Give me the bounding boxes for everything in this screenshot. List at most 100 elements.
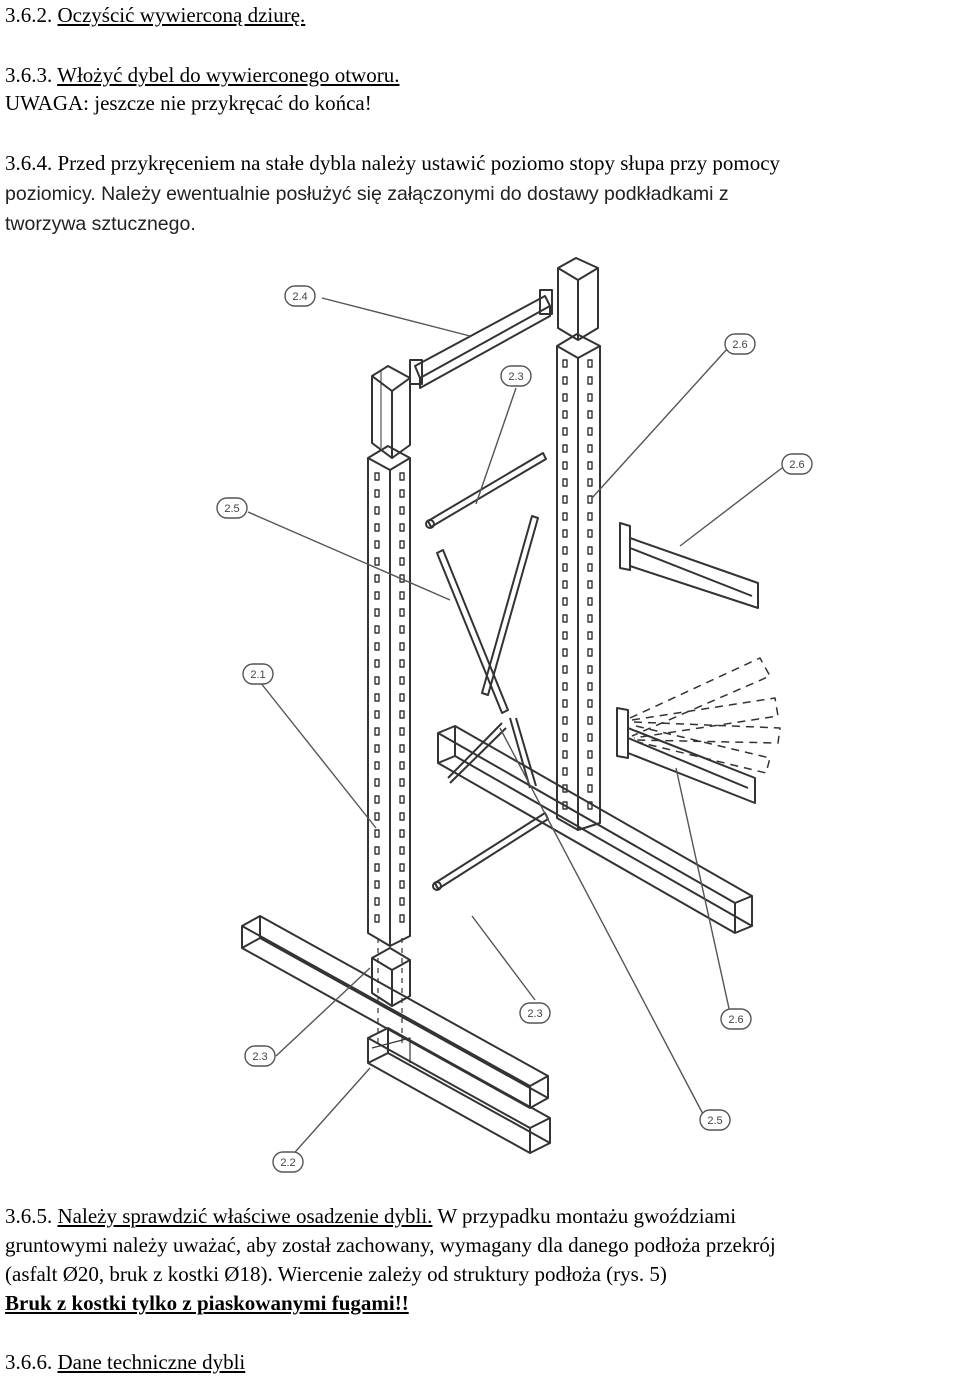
step-3-6-6: 3.6.6. Dane techniczne dybli: [5, 1347, 245, 1377]
cantilever-arm-upper: [619, 522, 759, 609]
step-3-6-6-link[interactable]: Dane techniczne dybli: [57, 1350, 246, 1374]
column-hole: [562, 410, 568, 419]
step-3-6-2: 3.6.2. Oczyścić wywierconą dziurę.: [5, 0, 305, 30]
callout-badge: 2.3: [519, 1002, 551, 1024]
callout-badge: 2.5: [216, 497, 248, 519]
callout-label: 2.5: [224, 503, 239, 515]
horizontal-brace-lower: [432, 812, 549, 891]
step-3-6-4: 3.6.4. Przed przykręceniem na stałe dybl…: [5, 148, 780, 178]
column-hole: [562, 699, 568, 708]
right-column: [556, 333, 601, 831]
step-3-6-5-text: W przypadku montażu gwoździami: [437, 1204, 737, 1228]
step-3-6-3-link[interactable]: Włożyć dybel do wywierconego otworu.: [57, 63, 400, 87]
column-hole: [587, 580, 593, 589]
right-column-top-part: [557, 257, 599, 341]
column-hole: [399, 744, 405, 753]
column-hole: [587, 733, 593, 742]
step-number: 3.6.2.: [5, 3, 53, 27]
column-hole: [374, 659, 380, 668]
step-3-6-5-link[interactable]: Należy sprawdzić właściwe osadzenie dybl…: [57, 1204, 433, 1228]
callout-label: 2.4: [292, 291, 307, 303]
step-3-6-2-link[interactable]: Oczyścić wywierconą dziurę.: [57, 3, 306, 27]
column-hole: [562, 478, 568, 487]
rack-assembly-diagram: 2.42.32.62.62.52.12.32.62.32.52.2: [216, 257, 813, 1173]
cantilever-arm-lower: [616, 657, 781, 804]
column-hole: [587, 359, 593, 368]
column-hole: [399, 914, 405, 923]
callout-label: 2.3: [508, 371, 523, 383]
column-hole: [399, 846, 405, 855]
column-hole: [399, 693, 405, 702]
column-hole: [587, 444, 593, 453]
column-hole: [399, 523, 405, 532]
leader-lines: [247, 297, 783, 1161]
left-column: [367, 445, 411, 947]
column-hole: [399, 591, 405, 600]
column-hole: [562, 716, 568, 725]
column-hole: [587, 461, 593, 470]
callout-badge: 2.1: [242, 663, 274, 685]
callout-badge: 2.4: [284, 285, 316, 307]
column-hole: [587, 750, 593, 759]
column-hole: [587, 716, 593, 725]
column-hole: [587, 410, 593, 419]
step-number: 3.6.5.: [5, 1204, 53, 1228]
column-hole: [374, 761, 380, 770]
column-hole: [399, 880, 405, 889]
callout-label: 2.5: [707, 1115, 722, 1127]
column-hole: [374, 472, 380, 481]
column-hole: [399, 829, 405, 838]
step-3-6-4-line3: tworzywa sztucznego.: [5, 213, 196, 235]
callout-label: 2.2: [280, 1157, 295, 1169]
column-hole: [374, 591, 380, 600]
column-hole: [399, 710, 405, 719]
warning-bold: Bruk z kostki tylko z piaskowanymi fugam…: [5, 1291, 409, 1315]
callout-label: 2.1: [250, 669, 265, 681]
callout-badge: 2.3: [244, 1045, 276, 1067]
right-base-beam: [437, 725, 753, 934]
column-hole: [587, 529, 593, 538]
column-hole: [562, 529, 568, 538]
column-hole: [374, 710, 380, 719]
callout-label: 2.6: [728, 1014, 743, 1026]
column-hole: [374, 863, 380, 872]
column-hole: [399, 540, 405, 549]
step-3-6-4-text: Przed przykręceniem na stałe dybla należ…: [57, 151, 781, 175]
column-hole: [374, 540, 380, 549]
step-number: 3.6.6.: [5, 1350, 53, 1374]
column-hole: [587, 478, 593, 487]
foot-connector: [371, 938, 411, 1048]
column-hole: [562, 393, 568, 402]
column-hole: [399, 608, 405, 617]
step-3-6-4-line2: poziomicy. Należy ewentualnie posłużyć s…: [5, 179, 729, 209]
column-hole: [562, 444, 568, 453]
column-hole: [587, 495, 593, 504]
column-hole: [374, 693, 380, 702]
callout-badge: 2.6: [724, 333, 756, 355]
column-hole: [374, 489, 380, 498]
column-hole: [587, 427, 593, 436]
column-hole: [562, 580, 568, 589]
column-hole: [399, 489, 405, 498]
column-hole: [399, 676, 405, 685]
step-3-6-3: 3.6.3. Włożyć dybel do wywierconego otwo…: [5, 60, 399, 90]
column-hole: [562, 750, 568, 759]
column-hole: [374, 778, 380, 787]
column-hole: [587, 699, 593, 708]
column-hole: [587, 512, 593, 521]
column-hole: [562, 648, 568, 657]
column-hole: [374, 574, 380, 583]
column-hole: [374, 880, 380, 889]
callout-badge: 2.2: [272, 1151, 304, 1173]
callout-label: 2.3: [527, 1008, 542, 1020]
column-hole: [562, 546, 568, 555]
column-hole: [587, 614, 593, 623]
column-hole: [562, 512, 568, 521]
callout-badge: 2.3: [500, 365, 532, 387]
top-crossbeam: [409, 289, 553, 389]
column-hole: [587, 376, 593, 385]
column-hole: [374, 557, 380, 566]
column-hole: [399, 625, 405, 634]
column-hole: [587, 631, 593, 640]
